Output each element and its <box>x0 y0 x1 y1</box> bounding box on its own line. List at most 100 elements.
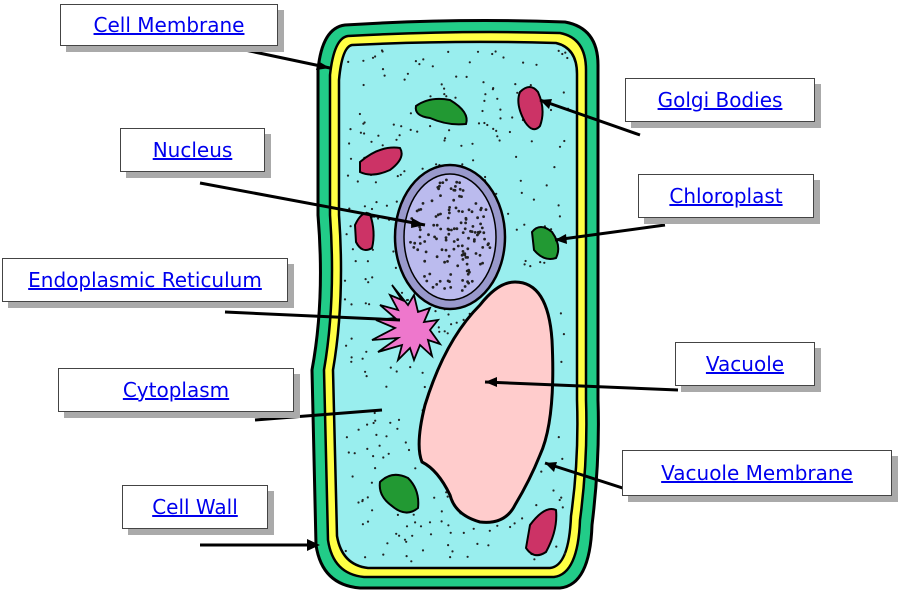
cytoplasm-dot <box>557 49 560 53</box>
cytoplasm-dot <box>403 170 406 173</box>
label-golgi-bodies-text[interactable]: Golgi Bodies <box>657 88 783 112</box>
cytoplasm-dot <box>403 538 407 541</box>
nucleus-dot <box>458 194 461 198</box>
label-vacuole-text[interactable]: Vacuole <box>705 352 785 376</box>
nucleus-dot <box>446 216 450 220</box>
cytoplasm-dot <box>559 312 563 315</box>
nucleus-dot <box>434 215 438 218</box>
cytoplasm-dot <box>366 496 369 499</box>
nucleus-dot <box>423 240 427 243</box>
cytoplasm-dot <box>387 452 390 455</box>
nucleus-dot <box>443 287 446 290</box>
nucleus-dot <box>464 216 468 220</box>
cytoplasm-dot <box>381 50 384 53</box>
nucleus-dot <box>447 228 451 232</box>
cytoplasm-dot <box>460 144 463 147</box>
cytoplasm-dot <box>545 184 548 187</box>
nucleus-dot <box>450 228 453 232</box>
nucleus-dot <box>456 238 460 242</box>
label-chloroplast[interactable]: Chloroplast <box>638 174 814 218</box>
cytoplasm-dot <box>372 455 375 458</box>
cytoplasm-dot <box>371 276 374 279</box>
nucleus-dot <box>438 279 442 283</box>
label-cell-membrane[interactable]: Cell Membrane <box>60 4 278 46</box>
cytoplasm-dot <box>354 260 357 263</box>
label-nucleus[interactable]: Nucleus <box>120 128 265 172</box>
arrowhead <box>540 99 552 109</box>
label-vacuole[interactable]: Vacuole <box>675 342 815 386</box>
cytoplasm-dot <box>487 544 490 547</box>
cytoplasm-dot <box>345 233 348 236</box>
nucleus-dot <box>460 244 464 248</box>
nucleus-dot <box>452 198 456 202</box>
cytoplasm-dot <box>385 385 388 388</box>
pointer-endoplasmic-reticulum <box>224 310 401 322</box>
cytoplasm-dot <box>375 201 378 204</box>
cytoplasm-dot <box>514 83 517 86</box>
nucleus-dot <box>412 246 416 249</box>
label-golgi-bodies[interactable]: Golgi Bodies <box>625 78 815 122</box>
nucleus-dot <box>431 285 435 289</box>
nucleus-dot <box>435 237 438 241</box>
label-endoplasmic-reticulum-text[interactable]: Endoplasmic Reticulum <box>28 268 262 292</box>
cytoplasm-dot <box>539 261 542 264</box>
endoplasmic-reticulum <box>371 284 443 364</box>
cytoplasm-dot <box>558 498 561 502</box>
chloroplast <box>378 473 420 514</box>
cytoplasm-dot <box>351 248 354 251</box>
label-chloroplast-text[interactable]: Chloroplast <box>669 184 783 208</box>
cytoplasm-dot <box>374 181 377 184</box>
cytoplasm-dot <box>540 470 543 473</box>
label-cytoplasm[interactable]: Cytoplasm <box>58 368 294 412</box>
nucleus-dot <box>449 286 453 289</box>
cytoplasm-dot <box>406 72 409 75</box>
cytoplasm-dot <box>371 56 375 59</box>
golgi-body <box>359 146 403 176</box>
cytoplasm-dot <box>446 332 449 335</box>
nucleus-dot <box>425 279 429 283</box>
nucleus-dot <box>441 181 445 185</box>
label-vacuole-membrane[interactable]: Vacuole Membrane <box>622 450 892 496</box>
cytoplasm-dot <box>409 112 412 115</box>
cytoplasm-dot <box>472 527 475 530</box>
cytoplasm-dot <box>362 83 365 87</box>
cytoplasm-dot <box>414 60 417 63</box>
cytoplasm-dot <box>381 68 385 71</box>
cytoplasm-dot <box>373 411 376 415</box>
label-cell-wall-text[interactable]: Cell Wall <box>152 495 238 519</box>
label-cell-wall[interactable]: Cell Wall <box>122 485 268 529</box>
label-nucleus-text[interactable]: Nucleus <box>152 138 233 162</box>
nucleus-dot <box>474 202 478 205</box>
label-cell-membrane-text[interactable]: Cell Membrane <box>93 13 245 37</box>
label-vacuole-membrane-text[interactable]: Vacuole Membrane <box>661 461 853 485</box>
pointer-cytoplasm <box>254 408 383 422</box>
nucleus-dot <box>463 227 467 231</box>
arrowhead <box>411 218 425 228</box>
nucleus-dot <box>439 227 443 231</box>
nucleus-dot <box>461 231 465 235</box>
cytoplasm-dot <box>368 303 371 306</box>
nucleus-dot <box>473 231 477 234</box>
cytoplasm-dot <box>562 333 566 336</box>
label-cytoplasm-text[interactable]: Cytoplasm <box>122 378 230 402</box>
cytoplasm-dot <box>492 87 495 90</box>
cytoplasm-dot <box>529 265 532 268</box>
cytoplasm-dot <box>524 259 527 263</box>
golgi-body <box>524 508 558 557</box>
nucleus-dot <box>479 262 482 266</box>
cytoplasm-dot <box>343 279 347 282</box>
label-endoplasmic-reticulum[interactable]: Endoplasmic Reticulum <box>2 258 288 302</box>
nucleus-dot <box>443 260 446 264</box>
cytoplasm-dot <box>443 87 446 90</box>
cytoplasm-dot <box>364 302 367 305</box>
cytoplasm-dot <box>476 50 480 53</box>
cytoplasm-dot <box>389 366 392 369</box>
chloroplast <box>530 226 560 260</box>
cytoplasm-dot <box>371 509 374 512</box>
cytoplasm-dot <box>522 61 525 64</box>
cytoplasm-dot <box>562 91 565 94</box>
nucleus-dot <box>447 208 451 212</box>
cytoplasm-dot <box>491 52 494 56</box>
nucleus-dot <box>418 242 422 245</box>
